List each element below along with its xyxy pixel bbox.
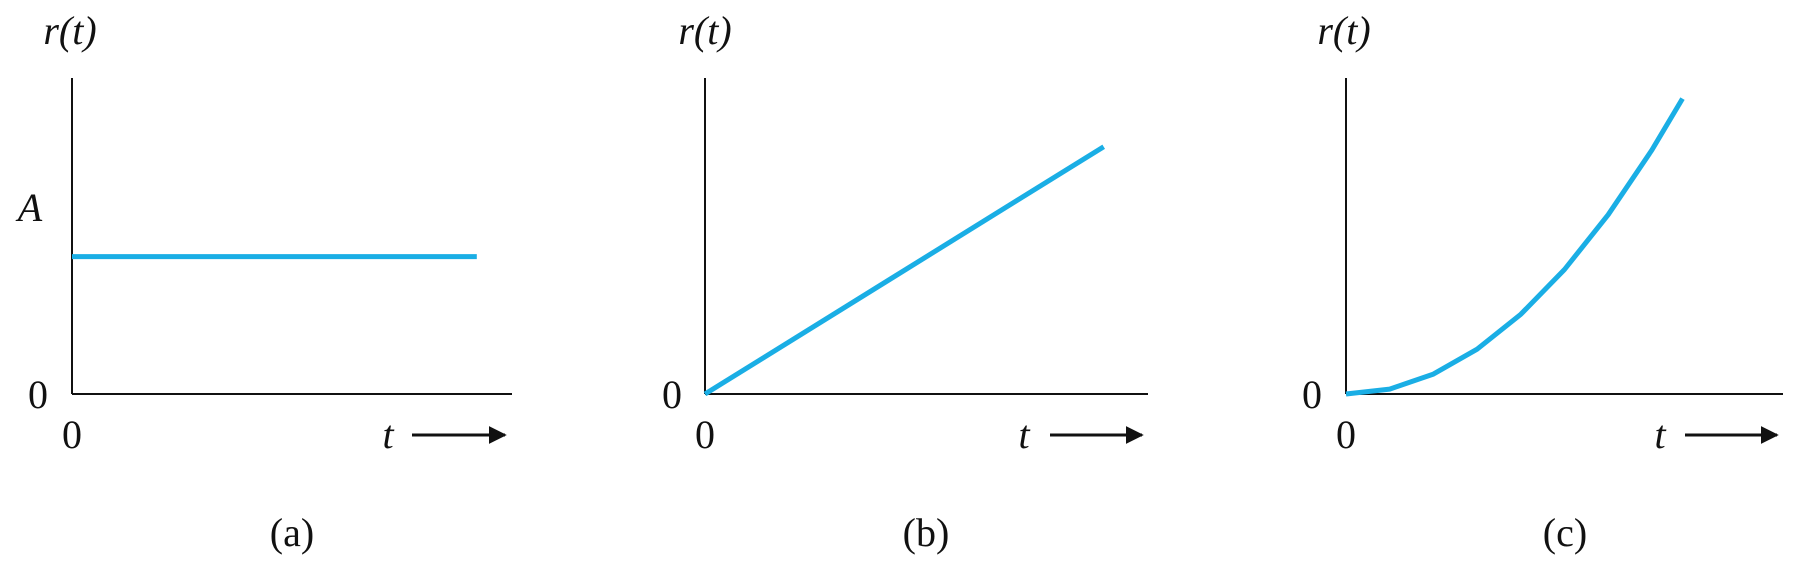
origin-y-label: 0 [1302,372,1322,417]
series-curve [1345,97,1685,397]
origin-x-label: 0 [62,412,82,457]
panel-a: r(t) A 0 0 t (a) [15,8,512,555]
panel-caption: (a) [270,510,314,555]
x-axis-label: t [1018,412,1030,457]
series-line [703,144,1106,397]
y-tick-label: A [15,185,43,230]
x-axis-label: t [382,412,394,457]
origin-y-label: 0 [662,372,682,417]
panel-b: r(t) 0 0 t (b) [662,8,1148,555]
panel-caption: (c) [1543,510,1587,555]
origin-x-label: 0 [1336,412,1356,457]
panel-caption: (b) [903,510,950,555]
panel-c: r(t) 0 0 t (c) [1302,8,1783,555]
origin-x-label: 0 [695,412,715,457]
y-axis-label: r(t) [43,8,96,53]
y-axis-label: r(t) [1317,8,1370,53]
series-line [1345,97,1685,397]
series-curve [703,144,1106,397]
x-axis-label: t [1654,412,1666,457]
origin-y-label: 0 [28,372,48,417]
y-axis-label: r(t) [678,8,731,53]
